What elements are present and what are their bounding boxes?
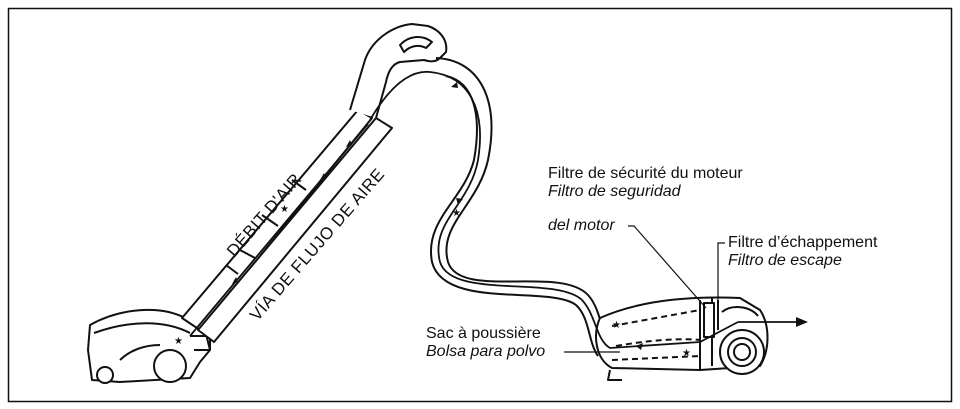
motor-filter-label-fr: Filtre de sécurité du moteur — [548, 165, 743, 182]
canister-illustration — [595, 296, 769, 381]
leader-lines — [564, 225, 725, 353]
motor-filter-label-es-2: del motor — [548, 217, 615, 234]
exhaust-filter-leader — [717, 242, 725, 300]
svg-text:★: ★ — [612, 320, 621, 331]
motor-filter-label-es-1: Filtro de seguridad — [548, 183, 681, 200]
airflow-arrows — [232, 82, 808, 350]
airflow-markers: ★ ★ ★ ★ ★ — [174, 204, 691, 359]
svg-text:★: ★ — [452, 208, 461, 219]
wand-illustration — [181, 109, 393, 343]
airflow-path — [189, 71, 800, 349]
svg-text:★: ★ — [682, 348, 691, 359]
power-nozzle-illustration — [87, 309, 211, 384]
dust-bag-label-fr: Sac à poussière — [426, 325, 541, 342]
handle-illustration — [349, 23, 448, 119]
diagram-frame — [7, 7, 953, 403]
svg-text:★: ★ — [280, 204, 289, 215]
dust-bag-label-es: Bolsa para polvo — [426, 343, 546, 360]
exhaust-filter-label-es: Filtro de escape — [728, 252, 842, 269]
exhaust-filter-label-fr: Filtre d’échappement — [728, 234, 878, 251]
hose-illustration — [429, 57, 613, 357]
svg-text:★: ★ — [174, 336, 183, 347]
motor-filter-leader — [628, 225, 707, 309]
